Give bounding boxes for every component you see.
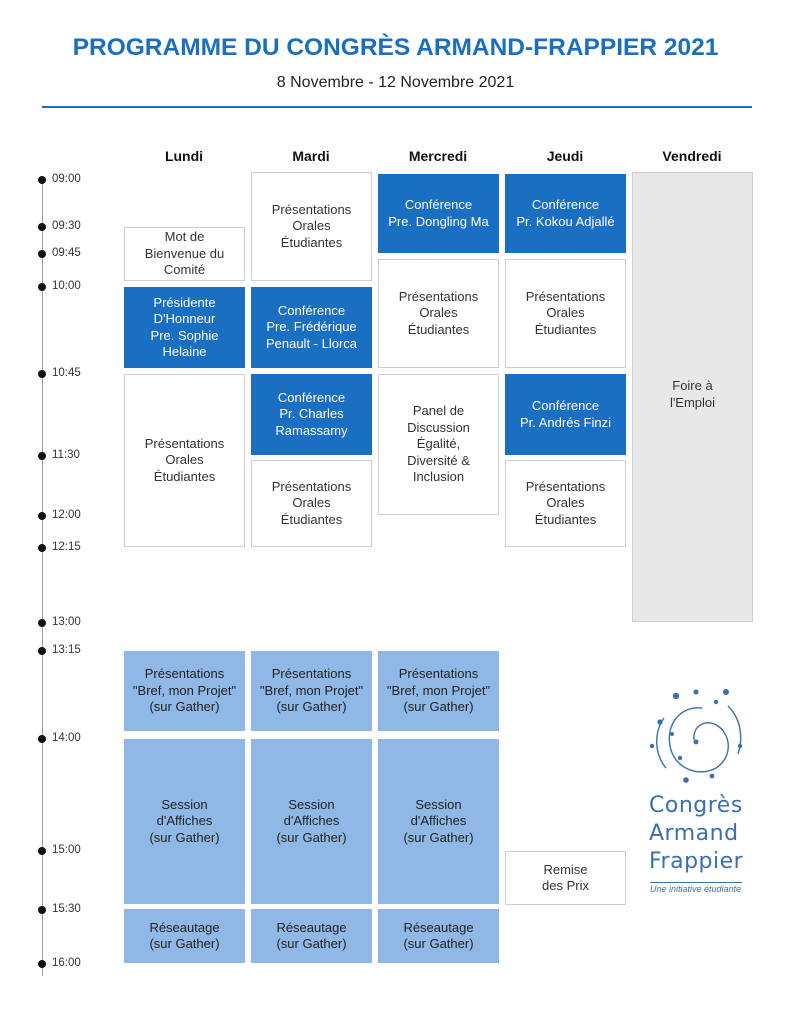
session-label: Remise des Prix (542, 861, 589, 894)
session-reseautage: Réseautage (sur Gather) (378, 909, 499, 963)
session-label: Mot de Bienvenue du Comité (144, 229, 225, 278)
session-label: Présentations Orales Étudiantes (271, 201, 352, 250)
header-divider (42, 106, 752, 108)
session-panel-discussion: Panel de Discussion Égalité, Diversité &… (378, 374, 499, 515)
session-label: Présentations "Bref, mon Projet" (sur Ga… (259, 666, 364, 715)
time-label: 13:15 (52, 644, 81, 656)
session-affiches: Session d'Affiches (sur Gather) (251, 739, 372, 904)
time-label: 10:00 (52, 280, 81, 292)
page-title: PROGRAMME DU CONGRÈS ARMAND-FRAPPIER 202… (72, 34, 719, 61)
session-bref-mon-projet: Présentations "Bref, mon Projet" (sur Ga… (124, 651, 245, 731)
session-affiches: Session d'Affiches (sur Gather) (378, 739, 499, 904)
day-header-mardi: Mardi (292, 148, 330, 164)
session-label: Présentations Orales Étudiantes (144, 435, 225, 484)
session-label: Présentations "Bref, mon Projet" (sur Ga… (386, 666, 491, 715)
time-label: 13:00 (52, 616, 81, 628)
session-foire-emploi: Foire à l'Emploi (632, 172, 753, 622)
tick-dot-icon (38, 544, 46, 552)
session-presentations-orales: Présentations Orales Étudiantes (251, 460, 372, 547)
session-presentations-orales: Présentations Orales Étudiantes (505, 460, 626, 547)
tick-dot-icon (38, 512, 46, 520)
timeline-axis (42, 178, 43, 976)
session-label: Présentations Orales Étudiantes (398, 288, 479, 337)
session-label: Session d'Affiches (sur Gather) (403, 796, 474, 845)
session-label: Session d'Affiches (sur Gather) (149, 796, 220, 845)
session-conference-penault-llorca: Conférence Pre. Frédérique Penault - Llo… (251, 287, 372, 368)
logo-text-line: Frappier (649, 849, 744, 874)
session-label: Réseautage (sur Gather) (149, 919, 220, 952)
session-presentations-orales: Présentations Orales Étudiantes (505, 259, 626, 368)
session-label: Panel de Discussion Égalité, Diversité &… (407, 403, 470, 485)
day-header-jeudi: Jeudi (546, 148, 584, 164)
congres-logo-icon (649, 689, 743, 783)
tick-dot-icon (38, 906, 46, 914)
session-label: Conférence Pr. Charles Ramassamy (275, 389, 348, 438)
session-mot-bienvenue: Mot de Bienvenue du Comité (124, 227, 245, 281)
session-label: Présentations Orales Étudiantes (271, 478, 352, 527)
tick-dot-icon (38, 735, 46, 743)
time-label: 16:00 (52, 957, 81, 969)
session-conference-ramassamy: Conférence Pr. Charles Ramassamy (251, 374, 372, 455)
session-presidente-honneur: Présidente D'Honneur Pre. Sophie Helaine (124, 287, 245, 368)
time-label: 15:00 (52, 844, 81, 856)
session-label: Session d'Affiches (sur Gather) (276, 796, 347, 845)
session-label: Réseautage (sur Gather) (276, 919, 347, 952)
logo-tagline: Une initiative étudiante (650, 884, 742, 894)
session-presentations-orales: Présentations Orales Étudiantes (124, 374, 245, 547)
day-header-mercredi: Mercredi (408, 148, 468, 164)
time-label: 11:30 (52, 449, 80, 461)
session-conference-adjalle: Conférence Pr. Kokou Adjallé (505, 174, 626, 253)
session-label: Présentations Orales Étudiantes (525, 288, 606, 337)
session-label: Présentations "Bref, mon Projet" (sur Ga… (132, 666, 237, 715)
tick-dot-icon (38, 370, 46, 378)
session-label: Présidente D'Honneur Pre. Sophie Helaine (150, 294, 219, 360)
tick-dot-icon (38, 960, 46, 968)
day-header-vendredi: Vendredi (662, 148, 722, 164)
tick-dot-icon (38, 176, 46, 184)
session-label: Foire à l'Emploi (669, 378, 716, 410)
session-bref-mon-projet: Présentations "Bref, mon Projet" (sur Ga… (378, 651, 499, 731)
time-label: 12:15 (52, 541, 81, 553)
time-label: 14:00 (52, 732, 81, 744)
session-affiches: Session d'Affiches (sur Gather) (124, 739, 245, 904)
session-presentations-orales: Présentations Orales Étudiantes (378, 259, 499, 368)
day-header-lundi: Lundi (164, 148, 204, 164)
session-presentations-orales: Présentations Orales Étudiantes (251, 172, 372, 281)
session-label: Conférence Pre. Dongling Ma (388, 197, 489, 229)
tick-dot-icon (38, 283, 46, 291)
session-label: Conférence Pr. Andrés Finzi (519, 398, 612, 430)
session-conference-finzi: Conférence Pr. Andrés Finzi (505, 374, 626, 455)
page-dates: 8 Novembre - 12 Novembre 2021 (276, 74, 515, 91)
tick-dot-icon (38, 223, 46, 231)
tick-dot-icon (38, 452, 46, 460)
session-label: Conférence Pre. Frédérique Penault - Llo… (265, 302, 358, 351)
session-label: Réseautage (sur Gather) (403, 919, 474, 952)
time-label: 09:00 (52, 173, 81, 185)
tick-dot-icon (38, 647, 46, 655)
logo-text-line: Armand (649, 821, 739, 846)
time-label: 09:45 (52, 247, 81, 259)
time-label: 09:30 (52, 220, 81, 232)
session-label: Conférence Pr. Kokou Adjallé (516, 197, 615, 229)
tick-dot-icon (38, 847, 46, 855)
logo-text-line: Congrès (649, 793, 743, 818)
session-remise-des-prix: Remise des Prix (505, 851, 626, 905)
session-label: Présentations Orales Étudiantes (525, 478, 606, 527)
session-reseautage: Réseautage (sur Gather) (251, 909, 372, 963)
tick-dot-icon (38, 250, 46, 258)
time-label: 10:45 (52, 367, 81, 379)
session-conference-dongling-ma: Conférence Pre. Dongling Ma (378, 174, 499, 253)
tick-dot-icon (38, 619, 46, 627)
time-label: 15:30 (52, 903, 81, 915)
session-bref-mon-projet: Présentations "Bref, mon Projet" (sur Ga… (251, 651, 372, 731)
session-reseautage: Réseautage (sur Gather) (124, 909, 245, 963)
logo-underline (650, 882, 742, 883)
time-label: 12:00 (52, 509, 81, 521)
